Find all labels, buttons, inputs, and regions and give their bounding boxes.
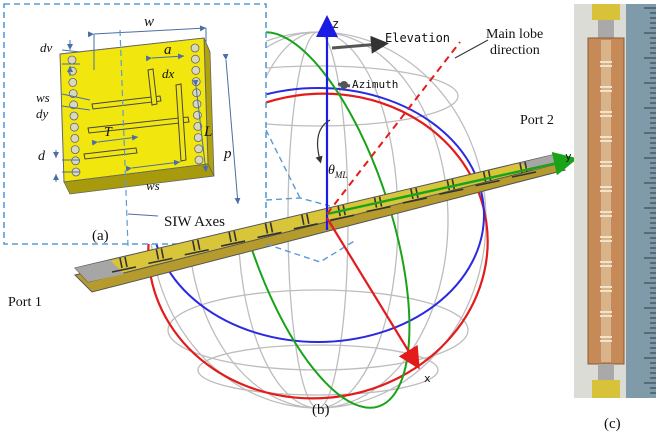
dim-ws-left: ws	[36, 90, 50, 105]
via	[193, 133, 203, 143]
via	[69, 111, 79, 121]
strip-slot	[124, 256, 128, 268]
panel-c-photo	[574, 4, 656, 398]
dim-w: w	[144, 14, 154, 30]
via	[190, 54, 200, 64]
z-axis-label: z	[332, 17, 339, 31]
via	[70, 122, 79, 132]
main-lobe-label-line2: direction	[490, 43, 540, 58]
strip-slot	[111, 266, 137, 273]
y-axis-label: y	[565, 150, 572, 163]
panel-a-dim-lines	[53, 25, 241, 205]
via-row-left	[67, 55, 81, 177]
strip-slot	[191, 240, 196, 251]
strip-slot	[330, 214, 355, 221]
strip-slot	[293, 223, 318, 230]
antenna-strip	[74, 154, 567, 293]
bottom-connector-body	[598, 364, 614, 380]
strip-slot	[475, 179, 500, 187]
strip-slot	[257, 231, 282, 239]
elevation-label: Elevation	[385, 31, 450, 45]
siw-axis-line	[119, 29, 129, 247]
strip-slot	[233, 230, 237, 242]
theta-ml-label: θML	[328, 163, 347, 180]
main-lobe-line	[326, 41, 461, 215]
via	[191, 66, 201, 75]
strip-slot	[306, 213, 310, 224]
strip-slot	[446, 180, 451, 191]
strip-slot	[119, 257, 123, 269]
main-lobe-leader	[454, 39, 489, 59]
dim-dx: dx	[162, 66, 175, 81]
via	[67, 55, 77, 65]
dim-L: L	[203, 124, 212, 140]
strip-slot	[301, 214, 305, 225]
strip-slot	[366, 205, 391, 213]
theta-arc	[315, 119, 331, 164]
strip-slot	[220, 240, 246, 247]
via	[190, 43, 200, 53]
dim-ws-bottom: ws	[146, 178, 160, 193]
azimuth-label: Azimuth	[352, 78, 398, 91]
elevation-arrow	[331, 35, 389, 54]
ruler	[626, 4, 656, 398]
strip-slot	[264, 223, 269, 234]
strip-slot	[228, 231, 232, 243]
strip-slot	[160, 248, 165, 259]
azimuth-dot	[340, 81, 348, 89]
panel-c-caption: (c)	[604, 416, 621, 432]
strip-slot	[184, 248, 209, 256]
via	[71, 156, 80, 166]
strip-slot	[402, 197, 428, 204]
via	[70, 133, 80, 143]
bottom-connector	[592, 380, 620, 398]
via	[191, 77, 201, 86]
siw-axes-label: SIW Axes	[164, 214, 225, 230]
dim-dv: dv	[40, 40, 53, 55]
strip-slot	[269, 222, 274, 233]
strip-slot	[451, 179, 456, 190]
y-axis	[326, 151, 578, 216]
strip-slot	[196, 239, 201, 250]
top-connector	[592, 4, 620, 20]
via	[70, 145, 80, 155]
via	[192, 99, 202, 109]
panel-a-unit-cell	[59, 37, 215, 195]
port1-label: Port 1	[8, 295, 42, 310]
panel-b-caption: (b)	[312, 402, 330, 418]
x-axis	[326, 217, 420, 370]
x-axis-label: x	[424, 372, 431, 385]
strip-slot	[410, 188, 414, 200]
via	[69, 100, 78, 110]
siw-axis-leader	[127, 213, 159, 217]
port2-label: Port 2	[520, 113, 554, 128]
dim-d: d	[38, 149, 46, 164]
strip-slot	[439, 188, 464, 196]
strip-slot	[511, 171, 537, 178]
top-connector-body	[598, 20, 614, 38]
photo-slots	[600, 61, 612, 342]
panel-a-caption: (a)	[92, 228, 109, 244]
slot-pattern	[83, 68, 190, 162]
strip-slot	[148, 257, 173, 265]
dim-dy: dy	[36, 106, 49, 121]
dim-p: p	[223, 146, 232, 162]
dim-T: T	[104, 125, 113, 140]
via	[194, 155, 204, 165]
main-lobe-label-line1: Main lobe	[486, 27, 543, 42]
via	[194, 144, 204, 154]
dim-a: a	[164, 42, 172, 58]
strip-slot	[155, 249, 160, 260]
via	[68, 78, 78, 87]
ruler-ticks	[644, 7, 656, 394]
